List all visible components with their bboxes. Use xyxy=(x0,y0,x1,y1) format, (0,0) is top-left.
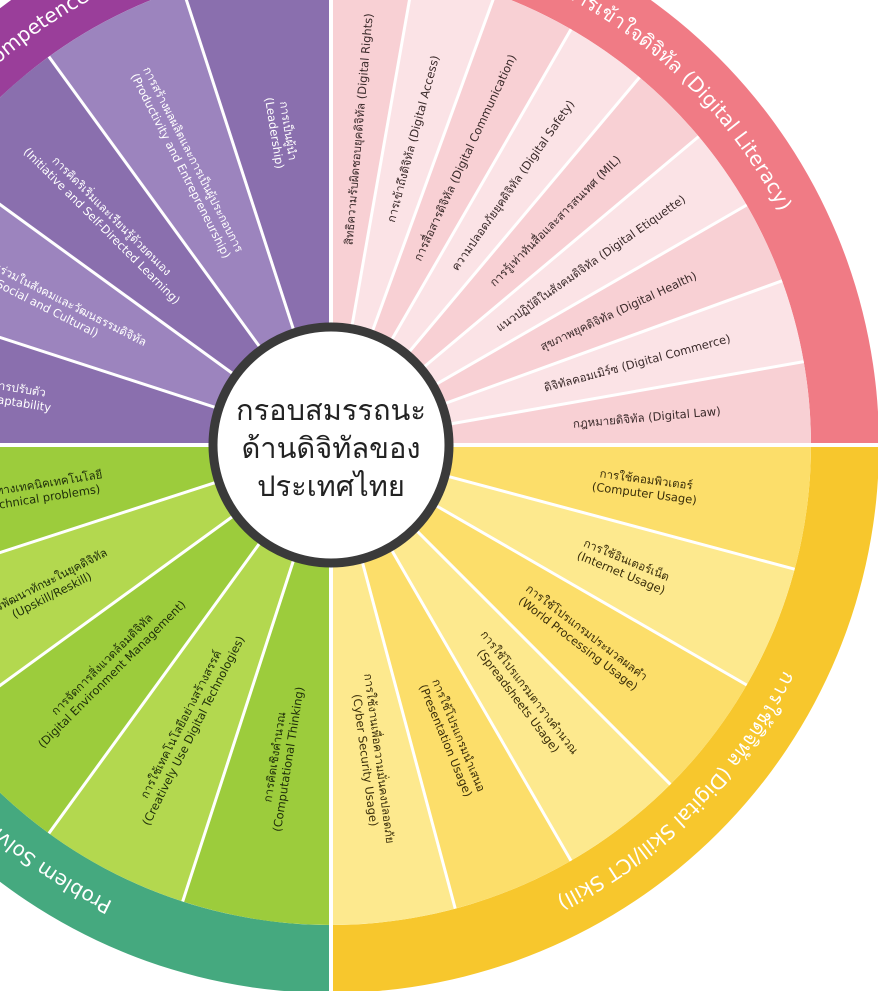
segment-literacy-3 xyxy=(390,29,640,355)
divider-solving-3 xyxy=(0,513,237,688)
segment-solving-3 xyxy=(0,481,236,686)
ring-skill xyxy=(331,445,878,991)
segment-literacy-7 xyxy=(441,280,804,425)
segment-layer xyxy=(0,0,811,925)
divider-literacy-7 xyxy=(441,279,783,407)
divider-literacy-2 xyxy=(369,0,495,335)
divider-solving-2 xyxy=(47,539,263,835)
center-circle xyxy=(208,322,454,568)
ring-adaptive xyxy=(0,0,152,98)
segment-skill-5 xyxy=(331,558,456,925)
segment-skill-0 xyxy=(444,445,811,570)
divider-skill-1 xyxy=(444,474,796,571)
segment-literacy-5 xyxy=(421,136,747,386)
divider-skill-3 xyxy=(413,527,672,786)
segment-adaptive-4 xyxy=(186,0,331,333)
divider-literacy-4 xyxy=(405,76,641,356)
divider-literacy-8 xyxy=(446,360,804,426)
divider-solving-1 xyxy=(181,556,296,902)
segment-literacy-1 xyxy=(351,0,493,335)
segment-skill-3 xyxy=(390,528,671,861)
divider-literacy-1 xyxy=(350,0,411,330)
segment-literacy-4 xyxy=(406,77,699,370)
divider-skill-4 xyxy=(388,546,573,862)
segment-solving-4 xyxy=(0,445,219,553)
divider-literacy-3 xyxy=(388,28,573,344)
segment-literacy-0 xyxy=(331,0,410,329)
divider-solving-4 xyxy=(0,480,220,555)
divider-skill-2 xyxy=(432,502,748,687)
segment-literacy-2 xyxy=(371,0,571,343)
segment-skill-4 xyxy=(361,547,571,909)
center-title-line-1: กรอบสมรรถนะ xyxy=(236,393,426,427)
divider-skill-5 xyxy=(360,558,457,910)
divider-literacy-6 xyxy=(432,203,748,388)
divider-adaptive-1 xyxy=(0,335,220,410)
segment-adaptive-2 xyxy=(0,56,262,376)
segment-solving-2 xyxy=(0,514,262,834)
segment-solving-0 xyxy=(182,557,331,925)
segment-skill-1 xyxy=(433,475,795,685)
segment-literacy-8 xyxy=(447,361,811,445)
center-title-line-2: ด้านดิจิทัลของ xyxy=(241,431,420,465)
segment-adaptive-0 xyxy=(0,337,219,445)
ring-literacy xyxy=(510,0,878,445)
center-hub: กรอบสมรรถนะ ด้านดิจิทัลของ ประเทศไทย xyxy=(208,322,454,568)
segment-skill-2 xyxy=(414,504,747,785)
segment-adaptive-1 xyxy=(0,204,236,409)
divider-adaptive-2 xyxy=(0,202,237,377)
segment-solving-1 xyxy=(48,540,295,902)
center-title-line-3: ประเทศไทย xyxy=(257,469,405,503)
divider-adaptive-3 xyxy=(47,55,263,351)
divider-adaptive-4 xyxy=(184,0,296,334)
segment-literacy-6 xyxy=(433,205,783,405)
divider-literacy-5 xyxy=(420,135,700,371)
segment-adaptive-3 xyxy=(48,0,295,350)
ring-solving xyxy=(0,792,331,991)
